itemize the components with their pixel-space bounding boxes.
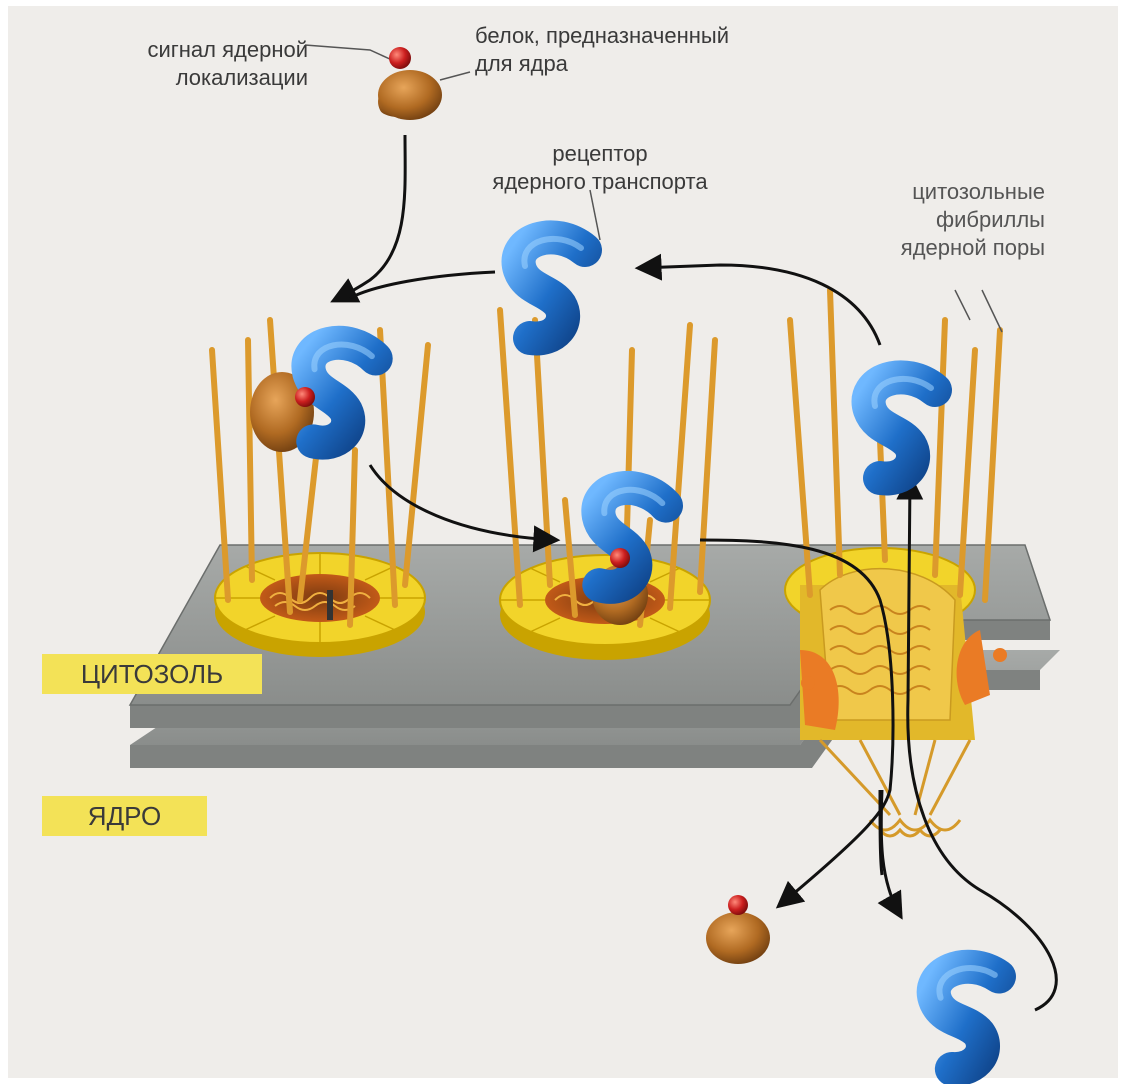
label-transport-receptor: рецептор ядерного транспорта — [465, 140, 735, 196]
nuclear-receptor — [932, 964, 1007, 1071]
receptor-cargo-complex — [250, 340, 377, 452]
label-nls: сигнал ядерной локализации — [88, 36, 308, 92]
returning-receptor — [869, 377, 935, 478]
nucleus-tag: ЯДРО — [42, 796, 207, 836]
nuclear-pore-cutaway — [785, 548, 1007, 836]
cytosol-tag: ЦИТОЗОЛЬ — [42, 654, 262, 694]
released-cargo-protein — [706, 895, 770, 964]
transport-receptor — [519, 237, 585, 338]
nls-signal — [389, 47, 411, 69]
label-nuclear-protein: белок, предназначенный для ядра — [475, 22, 855, 78]
label-cytosolic-fibrils: цитозольные фибриллы ядерной поры — [800, 178, 1045, 262]
